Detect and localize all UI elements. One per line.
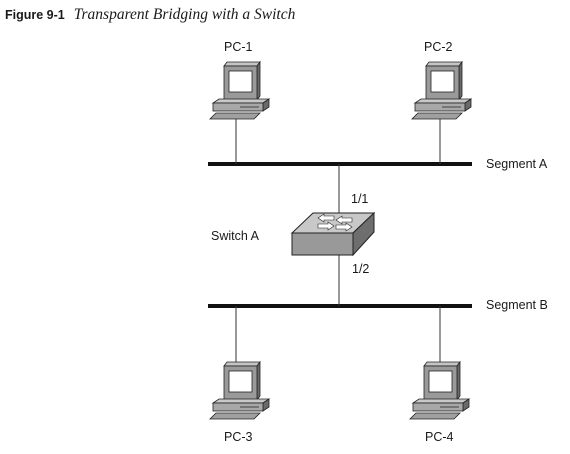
- port-1-2-label: 1/2: [352, 262, 370, 276]
- port-1-1-label: 1/1: [351, 192, 369, 206]
- switch-label: Switch A: [211, 229, 259, 243]
- pc4-icon: [409, 361, 470, 420]
- segment-a-label: Segment A: [486, 157, 548, 171]
- figure-caption: Figure 9-1 Transparent Bridging with a Sw…: [5, 6, 295, 24]
- pc4-label: PC-4: [425, 430, 454, 444]
- pc3-icon: [209, 361, 270, 420]
- figure-number: Figure 9-1: [5, 8, 65, 22]
- pc1-icon: [209, 61, 270, 120]
- pc1-label: PC-1: [224, 40, 253, 54]
- pc2-label: PC-2: [424, 40, 453, 54]
- pc3-label: PC-3: [224, 430, 253, 444]
- segment-b-label: Segment B: [486, 298, 548, 312]
- figure-title: Transparent Bridging with a Switch: [73, 6, 296, 23]
- pc2-icon: [411, 61, 472, 120]
- switch-icon: [290, 211, 376, 257]
